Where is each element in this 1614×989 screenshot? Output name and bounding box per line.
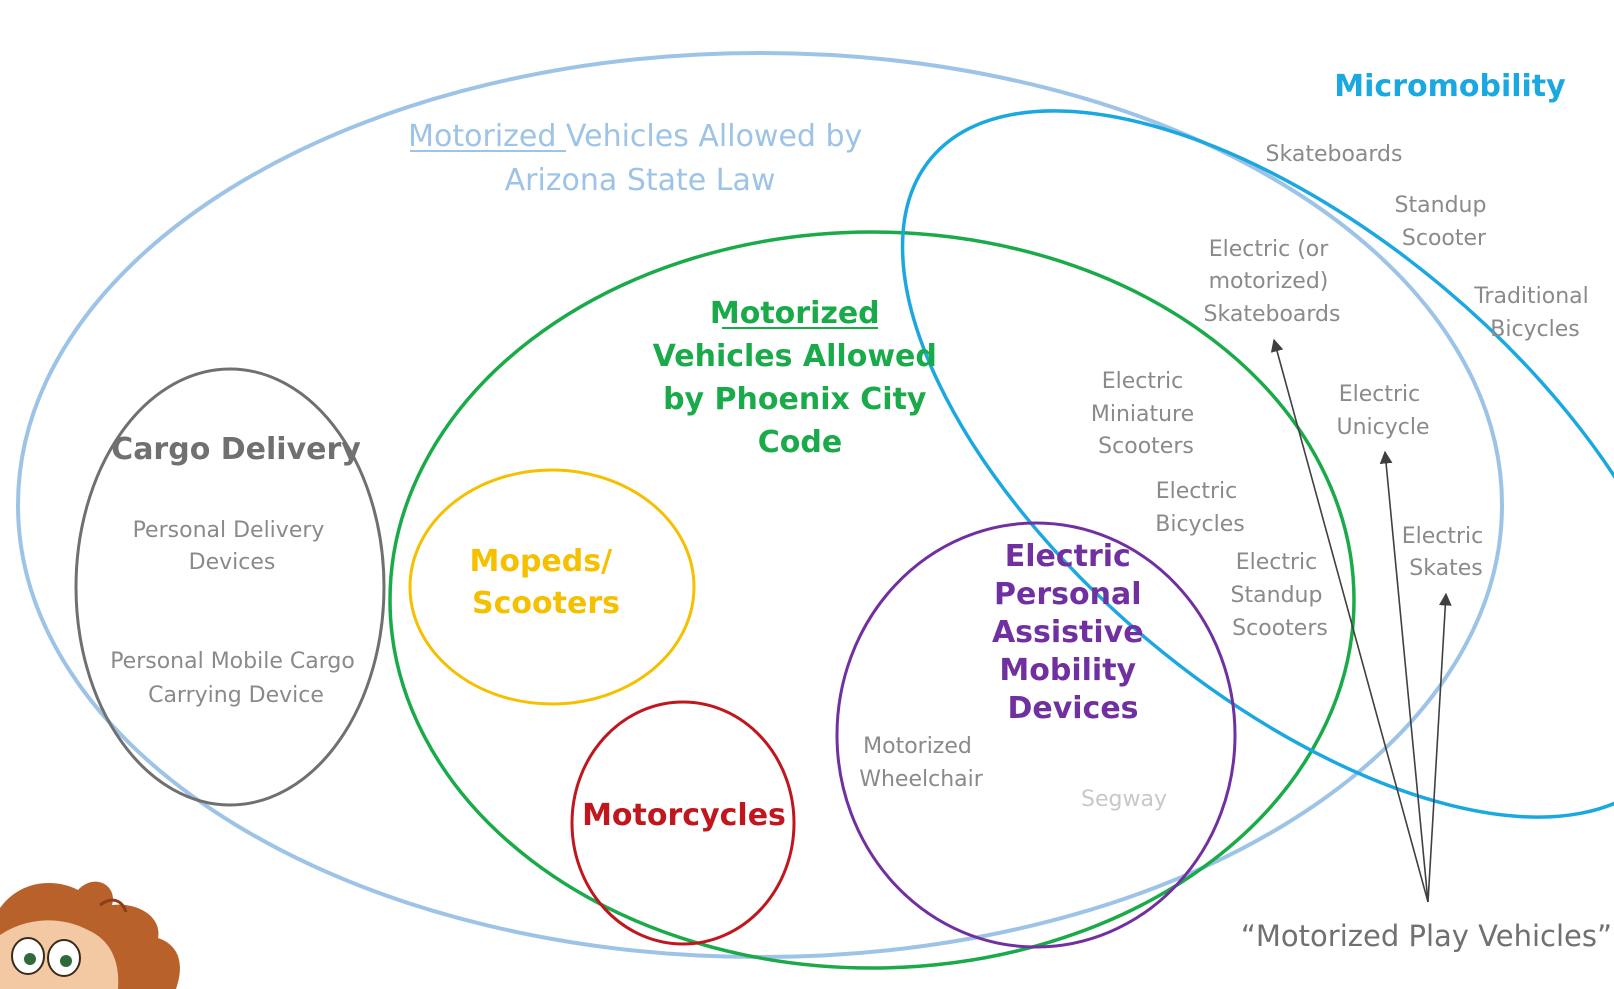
arrow-to-electric-unicycle — [1379, 450, 1429, 903]
play-vehicle-arrows — [1270, 338, 1452, 903]
epamd-ellipse — [835, 521, 1237, 949]
motorized-wheelchair-label: Motorized Wheelchair — [859, 734, 984, 792]
micromobility-title: Micromobility — [1334, 69, 1566, 104]
city-code-ellipse — [388, 230, 1356, 970]
motorcycles-ellipse — [570, 700, 796, 946]
motorcycles-title: Motorcycles — [582, 798, 786, 833]
electric-bicycles-label: Electric Bicycles — [1155, 479, 1245, 537]
electric-skateboards-label: Electric (or motorized) Skateboards — [1204, 237, 1341, 327]
city-code-title: Motorized Vehicles Allowed by Phoenix Ci… — [653, 296, 948, 460]
segway-label: Segway — [1081, 787, 1167, 812]
cartoon-mascot-icon — [0, 881, 180, 989]
micromobility-ellipse — [900, 109, 1614, 819]
motorized-play-vehicles-label: “Motorized Play Vehicles” — [1241, 919, 1612, 953]
personal-delivery-devices-label: Personal Delivery Devices — [133, 518, 332, 575]
standup-scooter-label: Standup Scooter — [1395, 193, 1494, 251]
cargo-delivery-ellipse — [74, 367, 386, 807]
arrow-to-electric-skateboards — [1270, 338, 1429, 903]
mopeds-scooters-ellipse — [408, 468, 696, 706]
electric-miniature-scooters-label: Electric Miniature Scooters — [1091, 369, 1201, 459]
cargo-delivery-title: Cargo Delivery — [111, 432, 361, 467]
electric-skates-label: Electric Skates — [1402, 524, 1491, 581]
electric-unicycle-label: Electric Unicycle — [1336, 382, 1429, 440]
traditional-bicycles-label: Traditional Bicycles — [1473, 284, 1596, 342]
epamd-title: Electric Personal Assistive Mobility Dev… — [992, 539, 1154, 726]
personal-mobile-cargo-label: Personal Mobile Cargo Carrying Device — [110, 649, 362, 708]
state-law-title: Motorized Vehicles Allowed by Arizona St… — [408, 119, 872, 198]
mopeds-scooters-title: Mopeds/ Scooters — [469, 544, 622, 621]
skateboards-label: Skateboards — [1266, 142, 1403, 167]
electric-standup-scooters-label: Electric Standup Scooters — [1231, 550, 1330, 641]
arrow-to-electric-skates — [1427, 592, 1452, 903]
